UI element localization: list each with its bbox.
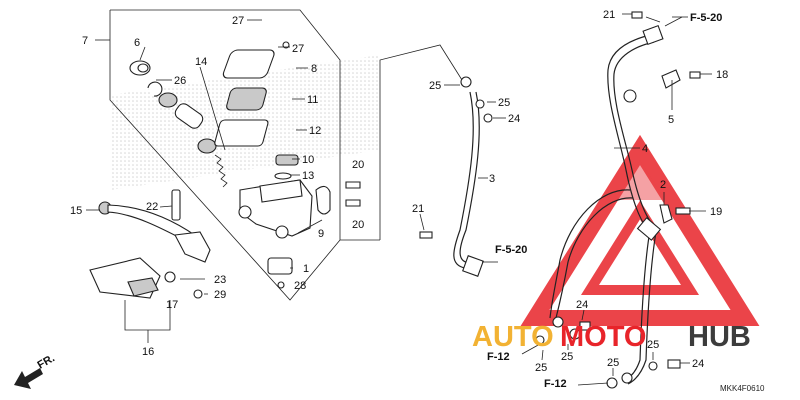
label-part-1: 1 — [303, 263, 309, 275]
label-part-2: 2 — [660, 179, 666, 191]
master-cylinder-assembly — [89, 41, 361, 299]
label-part-13: 13 — [302, 170, 314, 182]
label-part-20: 20 — [352, 159, 364, 171]
label-part-7: 7 — [82, 35, 88, 47]
label-part-11: 11 — [307, 94, 318, 106]
label-part-27: 27 — [232, 15, 244, 27]
label-part-21: 21 — [412, 203, 424, 215]
watermark-logo — [520, 134, 760, 326]
label-part-25: 25 — [647, 339, 659, 351]
ref-f-5-20-top[interactable]: F-5-20 — [690, 12, 722, 24]
label-part-18: 18 — [716, 69, 728, 81]
label-part-5: 5 — [668, 114, 674, 126]
label-part-4: 4 — [642, 143, 648, 155]
label-part-3: 3 — [489, 173, 495, 185]
diagram-code: MKK4F0610 — [720, 384, 765, 393]
label-part-21: 21 — [603, 9, 615, 21]
ref-f-12-bottom[interactable]: F-12 — [544, 378, 567, 390]
label-part-8: 8 — [311, 63, 317, 75]
label-part-28: 28 — [294, 280, 306, 292]
label-part-29: 29 — [214, 289, 226, 301]
brake-hose-4 — [535, 11, 701, 389]
label-part-26: 26 — [174, 75, 186, 87]
svg-text:HUB: HUB — [688, 321, 751, 353]
label-part-25: 25 — [429, 80, 441, 92]
brake-hose-3 — [419, 76, 493, 277]
label-part-24: 24 — [692, 358, 704, 370]
label-part-25: 25 — [498, 97, 510, 109]
section-refs: F-5-20 F-5-20 F-12 F-12 — [487, 12, 722, 390]
svg-text:MOTO: MOTO — [560, 321, 646, 353]
svg-text:AUTO: AUTO — [472, 321, 554, 353]
direction-label: FR. — [36, 352, 57, 371]
label-part-23: 23 — [214, 274, 226, 286]
label-part-12: 12 — [309, 125, 321, 137]
label-part-25: 25 — [535, 362, 547, 374]
label-part-25: 25 — [561, 351, 573, 363]
label-part-10: 10 — [302, 154, 314, 166]
label-part-14: 14 — [195, 56, 207, 68]
label-part-19: 19 — [710, 206, 722, 218]
label-part-6: 6 — [134, 37, 140, 49]
front-direction-arrow: FR. — [14, 352, 57, 389]
label-part-15: 15 — [70, 205, 82, 217]
label-part-17: 17 — [166, 299, 178, 311]
label-part-9: 9 — [318, 228, 324, 240]
watermark-text: AUTO MOTO HUB — [472, 321, 751, 353]
label-part-24: 24 — [576, 299, 588, 311]
label-part-27: 27 — [292, 43, 304, 55]
part-labels: 27 27 7 6 14 8 26 11 12 10 13 20 20 9 15… — [70, 9, 728, 374]
label-part-25: 25 — [607, 357, 619, 369]
label-part-20: 20 — [352, 219, 364, 231]
label-part-16: 16 — [142, 346, 154, 358]
ref-f-12-left[interactable]: F-12 — [487, 351, 510, 363]
label-part-24: 24 — [508, 113, 520, 125]
label-part-22: 22 — [146, 201, 158, 213]
ref-f-5-20-mid[interactable]: F-5-20 — [495, 244, 527, 256]
